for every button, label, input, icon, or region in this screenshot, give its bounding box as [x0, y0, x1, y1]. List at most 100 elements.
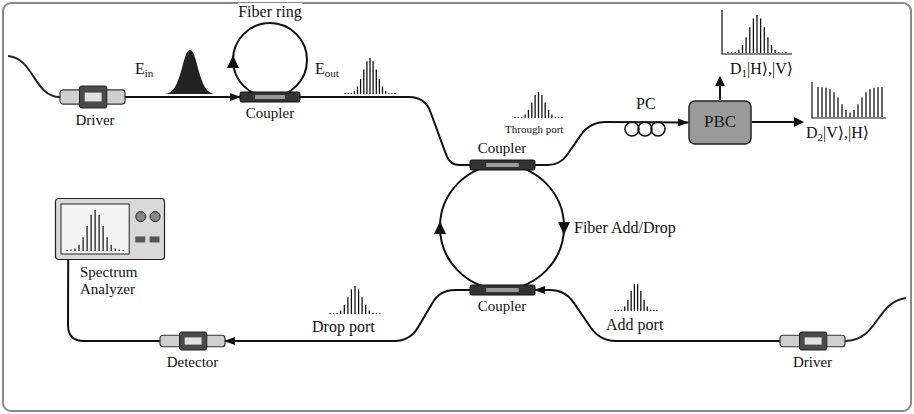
- coupler-shape: [470, 285, 535, 295]
- comb-line: [738, 50, 739, 53]
- comb-line: [333, 313, 334, 314]
- drawing-part: [150, 236, 160, 242]
- comb-line: [624, 306, 625, 311]
- comb-line: [634, 284, 635, 311]
- comb-line: [785, 52, 786, 53]
- drawing-part: [150, 212, 160, 222]
- spectrum-analyzer: Spectrum Analyzer: [50, 198, 170, 303]
- drawing-part: [78, 245, 79, 251]
- subscript-label: 1: [742, 67, 748, 79]
- comb-line: [518, 117, 519, 118]
- output-arrow: [794, 117, 804, 127]
- drawing-part: [805, 337, 822, 344]
- signal-label: E: [135, 60, 145, 77]
- comb-line: [849, 113, 850, 118]
- comb-line: [372, 313, 373, 314]
- comb-line: [774, 50, 775, 53]
- polarization-controller: [625, 122, 665, 136]
- driver-source: Driver: [775, 332, 850, 377]
- analyzer-shape: [55, 198, 165, 260]
- label-group: PC: [636, 95, 656, 113]
- label-group: Ein: [135, 60, 153, 80]
- device-label: Coupler: [246, 105, 294, 122]
- coupler-shape: [470, 160, 535, 170]
- comb-line: [360, 79, 361, 94]
- beam-combiner-box: PBC: [688, 100, 752, 145]
- comb-line: [767, 37, 768, 53]
- comb-line: [643, 300, 644, 311]
- comb-line: [778, 52, 779, 53]
- drawing-part: [94, 210, 95, 251]
- photo-detector: Detector: [155, 332, 230, 377]
- device-label: Detector: [167, 354, 219, 371]
- drawing-part: [86, 226, 87, 251]
- comb-line: [329, 313, 330, 314]
- comb-line: [861, 98, 862, 117]
- comb-line: [369, 310, 370, 314]
- comb-line: [365, 305, 366, 314]
- comb-line: [388, 93, 389, 94]
- box-label: PBC: [704, 113, 736, 132]
- comb-line: [881, 87, 882, 117]
- comb-line: [760, 19, 761, 54]
- coupler-shape: [240, 92, 300, 102]
- drawing-part: [98, 215, 99, 251]
- comb-line: [647, 306, 648, 311]
- comb-line: [857, 104, 858, 117]
- drawing-part: [111, 245, 112, 251]
- comb-line: [369, 58, 370, 94]
- comb-line: [545, 102, 546, 118]
- drawing-part: [85, 93, 102, 102]
- comb-line: [528, 110, 529, 118]
- signal-label: E: [315, 60, 325, 77]
- comb-line: [621, 310, 622, 311]
- pulse-combs: [330, 15, 882, 314]
- comb-line: [351, 289, 352, 314]
- plot-axes: [722, 10, 792, 54]
- fiber-coupler: Coupler: [235, 92, 305, 122]
- drawing-part: [82, 237, 83, 251]
- drawing-part: [106, 237, 107, 251]
- subscript-label: in: [145, 67, 154, 79]
- device-label: Spectrum Analyzer: [80, 264, 168, 297]
- drawing-part: [61, 204, 129, 254]
- optical-fiber: [535, 290, 780, 341]
- comb-line: [841, 104, 842, 117]
- comb-line: [829, 89, 830, 117]
- driver-shape: [780, 332, 845, 350]
- comb-line: [833, 92, 834, 117]
- comb-line: [618, 310, 619, 311]
- label-group: Through port: [505, 123, 563, 136]
- drawing-part: [638, 122, 652, 136]
- drawing-part: [800, 332, 827, 350]
- comb-line: [340, 310, 341, 314]
- comb-line: [382, 87, 383, 95]
- comb-line: [650, 310, 651, 311]
- comb-line: [354, 286, 355, 314]
- driver-source: Driver: [55, 86, 135, 134]
- fiber-coupler: Coupler: [462, 140, 542, 170]
- drawing-part: [651, 122, 665, 136]
- comb-line: [344, 93, 345, 94]
- comb-line: [521, 117, 522, 118]
- drawing-part: [56, 199, 165, 260]
- label-group: Fiber Add/Drop: [574, 219, 676, 237]
- driver-drawing: [60, 86, 125, 108]
- signal-label: D: [806, 124, 818, 141]
- plot-axes: [812, 82, 886, 118]
- comb-line: [821, 87, 822, 117]
- drawing-part: [119, 250, 120, 251]
- comb-line: [376, 70, 377, 94]
- device-label: Driver: [75, 112, 114, 129]
- signal-label: Drop port: [312, 318, 375, 335]
- comb-line: [749, 27, 750, 53]
- comb-line: [351, 93, 352, 94]
- comb-line: [837, 98, 838, 117]
- drawing-part: [66, 250, 67, 251]
- drawing-part: [80, 86, 107, 108]
- comb-line: [873, 88, 874, 117]
- comb-line: [727, 52, 728, 53]
- drawing-part: [486, 288, 519, 292]
- comb-line: [865, 92, 866, 117]
- comb-line: [366, 61, 367, 94]
